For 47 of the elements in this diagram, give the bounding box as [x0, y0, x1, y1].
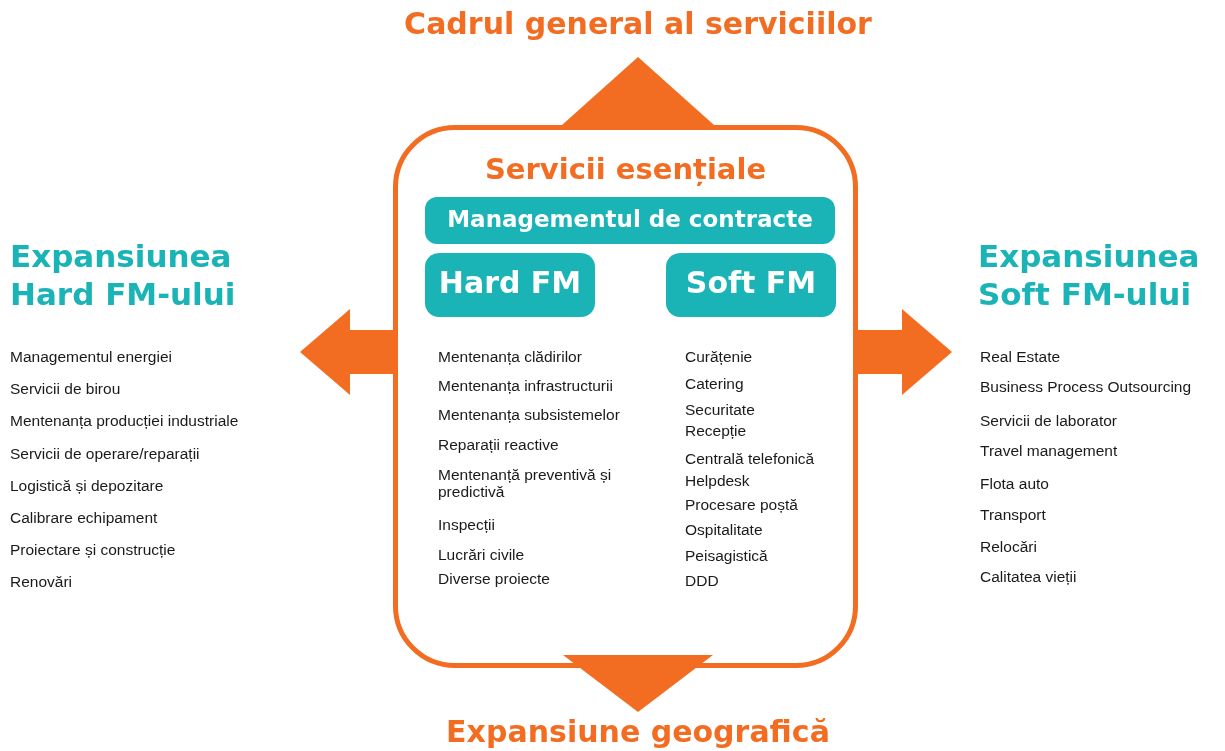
service-item: Mentenanța subsistemelor: [438, 406, 620, 425]
core-services-panel: [393, 125, 858, 668]
service-item: Real Estate: [980, 348, 1061, 367]
service-item: Reparații reactive: [438, 436, 559, 455]
service-item: Procesare poștă: [685, 496, 798, 515]
service-item: Managementul energiei: [10, 348, 172, 367]
service-item: Centrală telefonică: [685, 450, 815, 469]
service-item: Servicii de laborator: [980, 412, 1117, 431]
section-heading: Cadrul general al serviciilor: [403, 6, 873, 43]
block-arrow: [563, 655, 713, 712]
service-item: Logistică și depozitare: [10, 476, 164, 496]
block-arrow: [300, 309, 393, 395]
service-item: Curățenie: [685, 348, 753, 367]
section-heading: Expansiune geografică: [445, 714, 831, 751]
block-arrow: [562, 57, 714, 125]
service-item: Peisagistică: [685, 547, 768, 566]
service-item: Calitatea vieții: [980, 568, 1077, 587]
service-item: Travel management: [980, 442, 1118, 461]
service-item: Mentenanță preventivă și predictivă: [438, 466, 613, 501]
service-item: Servicii de birou: [10, 380, 121, 399]
service-category-box: Managementul de contracte: [425, 197, 835, 244]
service-item: Securitate: [685, 401, 755, 420]
service-item: Helpdesk: [685, 472, 750, 491]
service-item: Ospitalitate: [685, 521, 763, 540]
service-item: Business Process Outsourcing: [980, 378, 1192, 397]
service-item: Flota auto: [980, 475, 1049, 494]
service-item: Recepție: [685, 422, 747, 441]
service-item: Lucrări civile: [438, 546, 525, 565]
service-item: Mentenanța producției industriale: [10, 412, 239, 431]
service-item: Calibrare echipament: [10, 509, 158, 528]
section-heading: Expansiunea Soft FM-ului: [978, 238, 1198, 314]
service-item: Proiectare și construcție: [10, 541, 176, 560]
service-item: Relocări: [980, 538, 1037, 557]
service-item: Inspecții: [438, 516, 495, 535]
service-item: Catering: [685, 375, 744, 394]
section-heading: Expansiunea Hard FM-ului: [10, 238, 237, 314]
service-category-box: Hard FM: [425, 253, 595, 317]
service-item: DDD: [685, 572, 719, 591]
service-item: Renovări: [10, 573, 73, 592]
block-arrow: [858, 309, 952, 395]
panel-heading: Servicii esențiale: [483, 152, 768, 188]
service-item: Diverse proiecte: [438, 570, 550, 589]
service-item: Transport: [980, 506, 1046, 525]
service-category-box: Soft FM: [666, 253, 836, 317]
service-item: Mentenanța clădirilor: [438, 348, 582, 367]
service-item: Servicii de operare/reparații: [10, 444, 200, 464]
service-item: Mentenanța infrastructurii: [438, 377, 613, 396]
